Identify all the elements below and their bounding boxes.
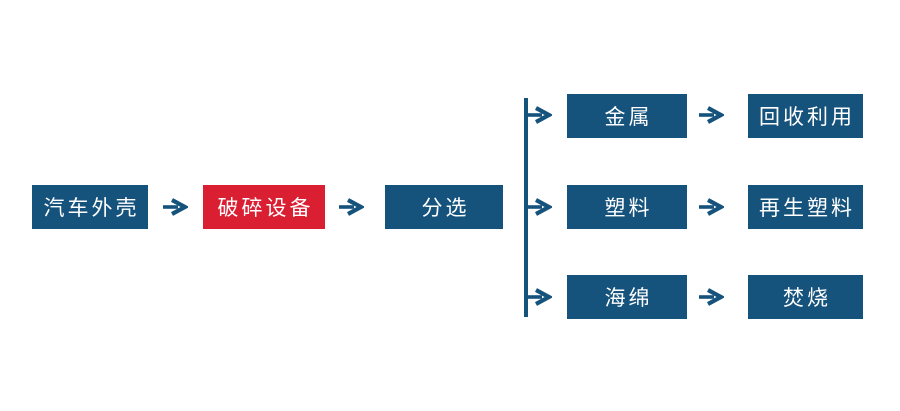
arrow-right-icon — [699, 288, 724, 306]
node-sponge: 海绵 — [567, 275, 687, 319]
node-plastic: 塑料 — [567, 185, 687, 229]
arrow-right-icon — [527, 198, 552, 216]
arrow-right-icon — [339, 198, 364, 216]
node-crushing-equipment: 破碎设备 — [203, 185, 325, 229]
node-sorting: 分选 — [385, 185, 503, 229]
arrow-right-icon — [699, 106, 724, 124]
node-incineration: 焚烧 — [748, 275, 863, 319]
node-metal: 金属 — [567, 94, 687, 138]
arrow-right-icon — [527, 106, 552, 124]
node-recycling: 回收利用 — [748, 94, 863, 138]
arrow-right-icon — [699, 198, 724, 216]
branch-connector-line — [524, 98, 528, 317]
arrow-right-icon — [527, 288, 552, 306]
arrow-right-icon — [163, 198, 188, 216]
node-car-shell: 汽车外壳 — [32, 185, 148, 229]
node-recycled-plastic: 再生塑料 — [748, 185, 863, 229]
